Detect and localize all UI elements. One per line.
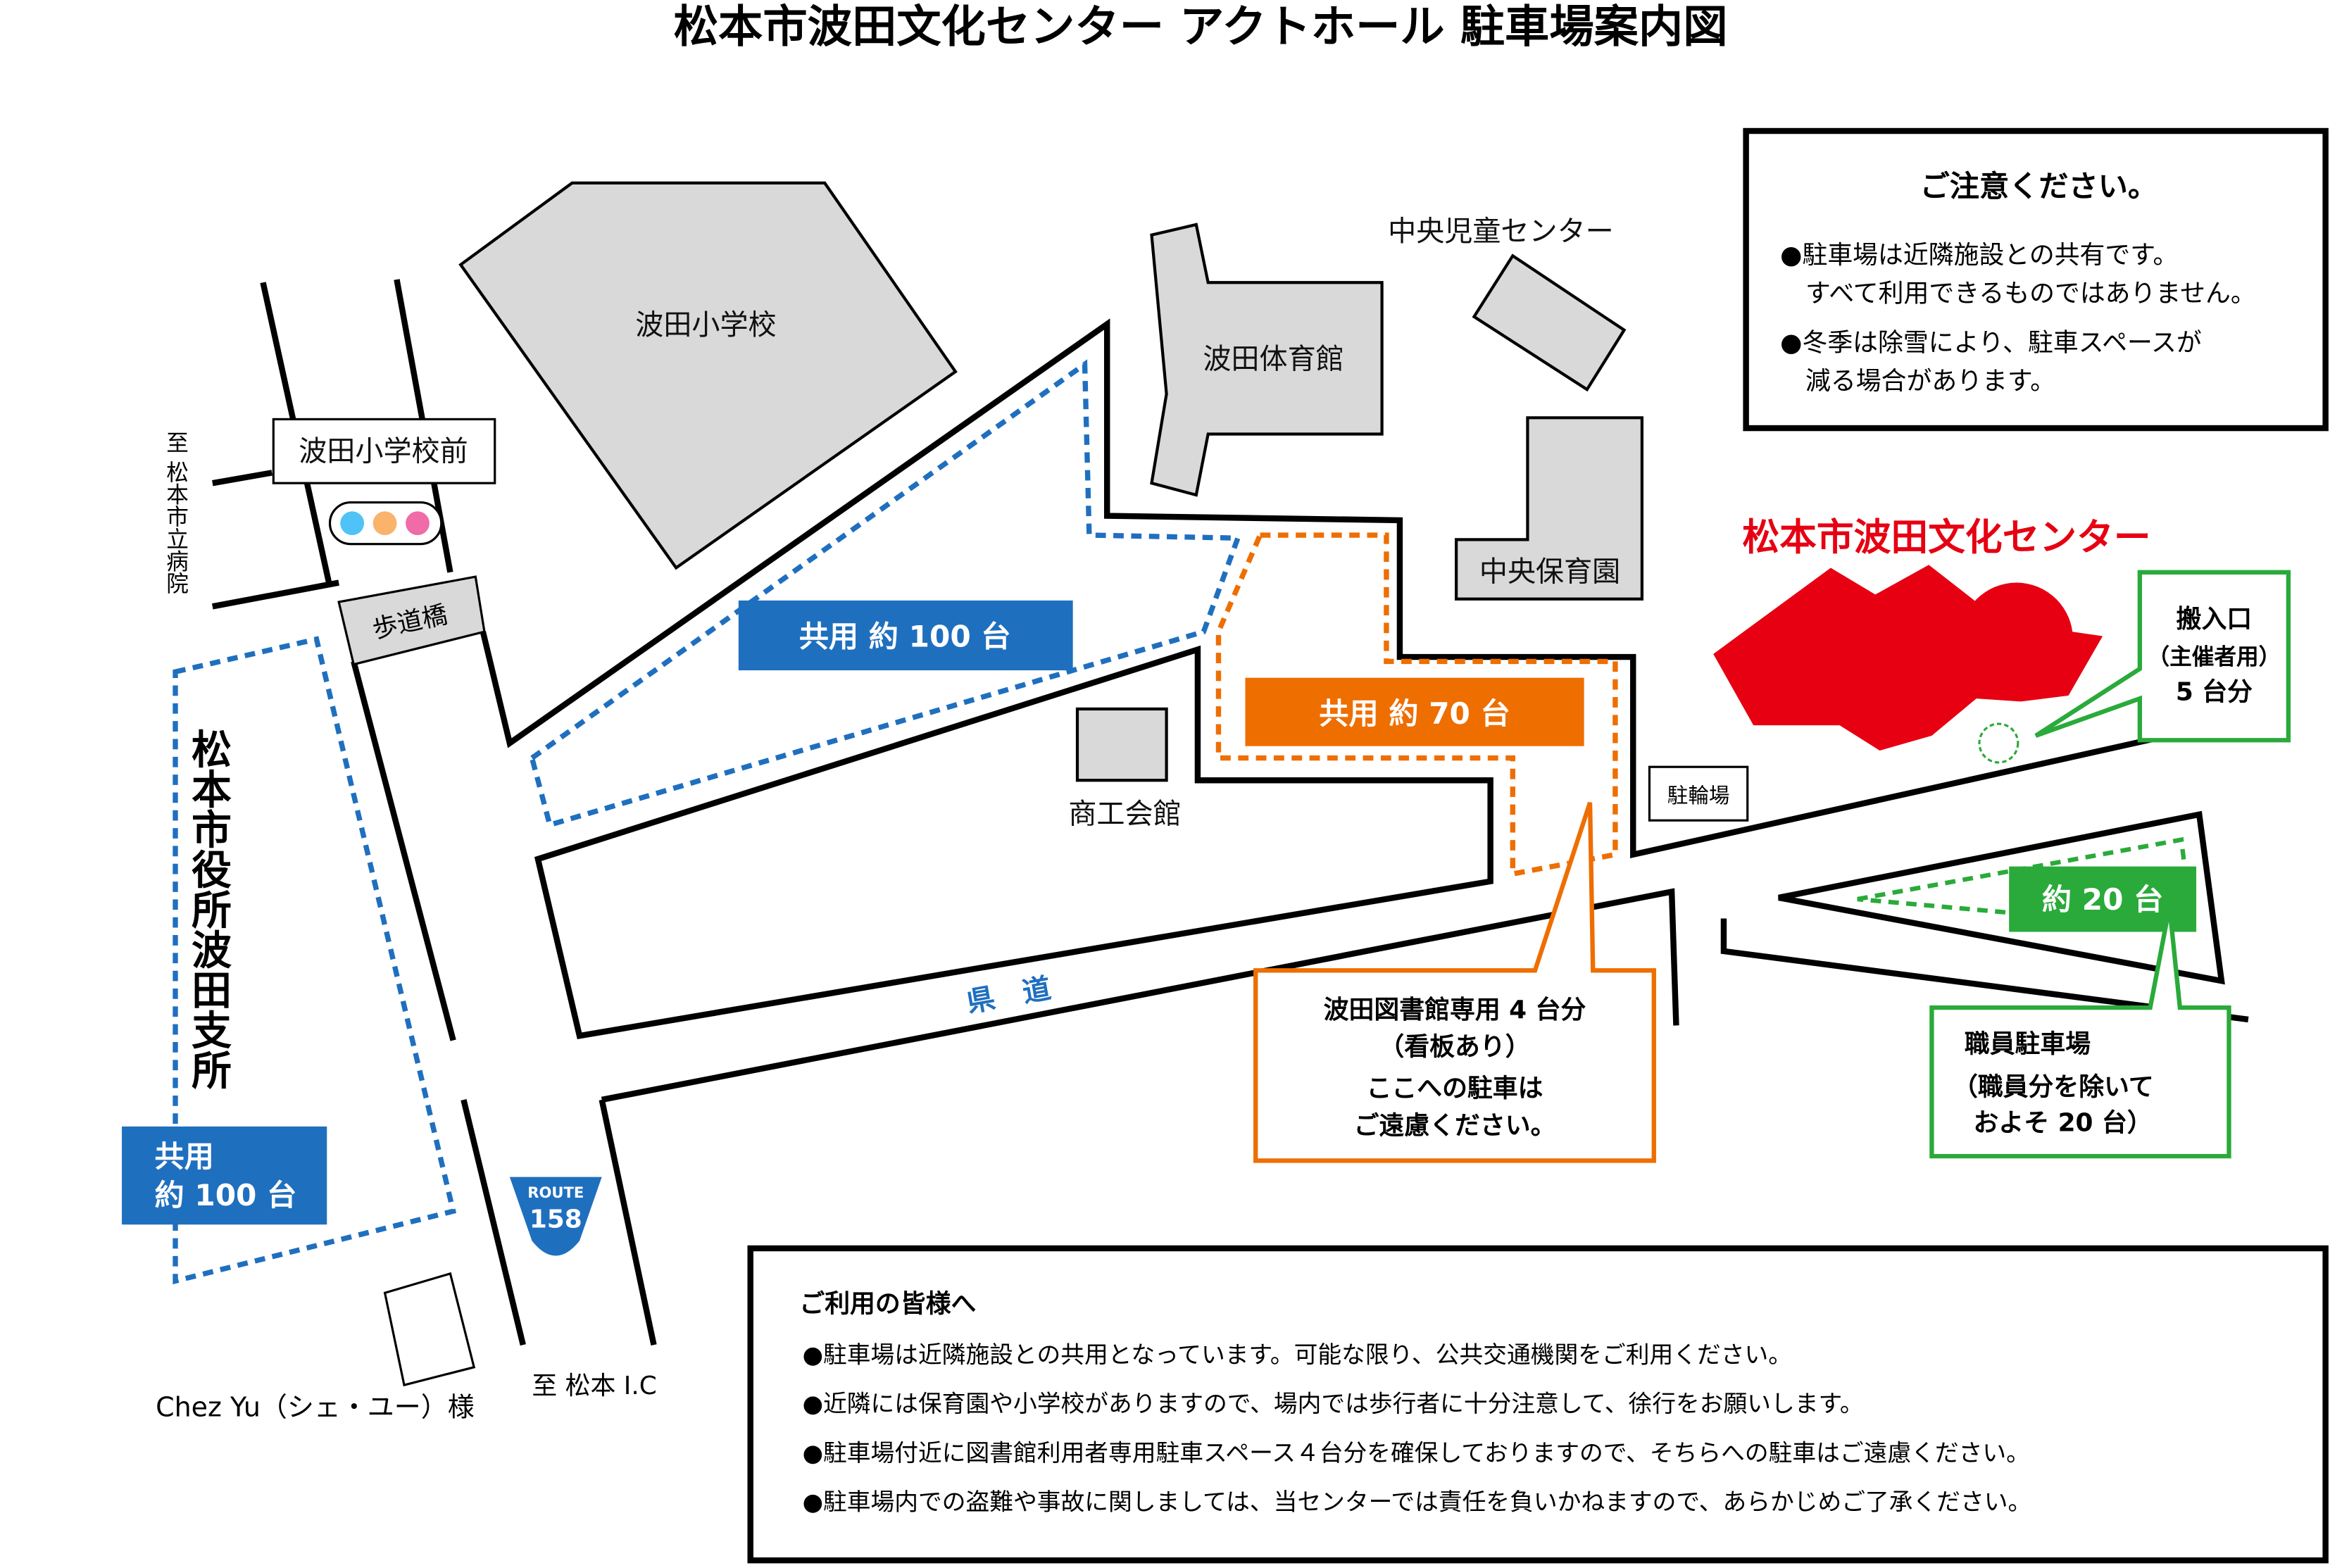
svg-text:●駐車場付近に図書館利用者専用駐車スペース４台分を確保してお: ●駐車場付近に図書館利用者専用駐車スペース４台分を確保しておりますので、そちらへ… xyxy=(803,1439,2030,1467)
svg-text:すべて利用できるものではありません。: すべて利用できるものではありません。 xyxy=(1780,280,2256,308)
svg-text:ROUTE: ROUTE xyxy=(527,1184,584,1201)
users-title: ご利用の皆様へ xyxy=(799,1290,976,1319)
main-center-label: 松本市波田文化センター xyxy=(1742,516,2150,559)
nursery-label: 中央保育園 xyxy=(1479,556,1620,588)
svg-text:およそ 20 台）: およそ 20 台） xyxy=(1974,1108,2153,1137)
svg-text:搬入口: 搬入口 xyxy=(2176,605,2253,634)
parking-area-north xyxy=(529,359,1242,829)
staff-callout: 職員駐車場 （職員分を除いて およそ 20 台） xyxy=(1929,906,2231,1159)
shared-west-label-2: 約 100 台 xyxy=(154,1178,296,1212)
svg-text:●冬季は除雪により、駐車スペースが: ●冬季は除雪により、駐車スペースが xyxy=(1780,328,2202,357)
svg-text:●駐車場内での盗難や事故に関しましては、当センターでは責任を: ●駐車場内での盗難や事故に関しましては、当センターでは責任を負いかねますので、あ… xyxy=(803,1488,2032,1515)
chez-yu-label: Chez Yu（シェ・ユー）様 xyxy=(156,1391,475,1422)
shared-north-badge xyxy=(738,600,1073,671)
bus-stop-label: 波田小学校前 xyxy=(299,436,468,468)
svg-text:ご遠慮ください。: ご遠慮ください。 xyxy=(1354,1111,1556,1140)
city-branch-label: 松本市役所波田支所 xyxy=(184,728,231,1089)
svg-text:（主催者用）: （主催者用） xyxy=(2147,645,2281,670)
bicycle-label: 駐輪場 xyxy=(1667,784,1730,808)
svg-text:（看板あり）: （看板あり） xyxy=(1379,1033,1530,1062)
page-title: 松本市波田文化センター アクトホール 駐車場案内図 xyxy=(674,0,1728,52)
svg-text:158: 158 xyxy=(530,1205,582,1234)
route-158-shield-icon: ROUTE 158 xyxy=(509,1177,602,1256)
chez-yu-building xyxy=(383,1272,476,1387)
school-building xyxy=(458,181,958,570)
svg-text:5 台分: 5 台分 xyxy=(2176,677,2253,706)
shared-70-label: 共用 約 70 台 xyxy=(1319,696,1510,731)
gym-label: 波田体育館 xyxy=(1203,344,1343,376)
svg-text:●駐車場は近隣施設との共用となっています。可能な限り、公共交: ●駐車場は近隣施設との共用となっています。可能な限り、公共交通機関をご利用くださ… xyxy=(803,1341,1792,1368)
loading-spot-marker xyxy=(1978,722,2019,764)
to-ic-label: 至 松本 I.C xyxy=(532,1372,656,1400)
school-label: 波田小学校 xyxy=(635,309,776,341)
staff-20-label: 約 20 台 xyxy=(2042,882,2163,917)
commerce-hall-building xyxy=(1075,707,1168,782)
children-center-label: 中央児童センター xyxy=(1388,215,1614,248)
shared-north-label: 共用 約 100 台 xyxy=(799,619,1011,653)
commerce-hall-label: 商工会館 xyxy=(1068,798,1181,830)
svg-text:減る場合があります。: 減る場合があります。 xyxy=(1780,367,2055,396)
svg-text:職員駐車場: 職員駐車場 xyxy=(1965,1029,2091,1058)
roads xyxy=(211,279,2249,1346)
bicycle-parking xyxy=(1648,765,1749,822)
bus-stop-sign xyxy=(272,418,496,484)
children-center-building xyxy=(1472,253,1627,392)
svg-text:●近隣には保育園や小学校がありますので、場内では歩行者に十分: ●近隣には保育園や小学校がありますので、場内では歩行者に十分注意して、徐行をお願… xyxy=(803,1390,1864,1417)
main-center-building xyxy=(1713,565,2103,751)
notice-title: ご注意ください。 xyxy=(1920,169,2158,203)
loading-callout: 搬入口 （主催者用） 5 台分 xyxy=(2034,570,2291,743)
svg-text:（職員分を除いて: （職員分を除いて xyxy=(1953,1073,2154,1102)
shared-west-badge xyxy=(122,1126,327,1225)
library-callout: 波田図書館専用 4 台分 （看板あり） ここへの駐車は ご遠慮ください。 xyxy=(1253,801,1656,1163)
svg-text:ここへの駐車は: ここへの駐車は xyxy=(1367,1074,1543,1103)
svg-text:●駐車場は近隣施設との共有です。: ●駐車場は近隣施設との共有です。 xyxy=(1780,241,2178,270)
users-notice-box: ご利用の皆様へ ●駐車場は近隣施設との共用となっています。可能な限り、公共交通機… xyxy=(747,1245,2329,1564)
shared-west-label-1: 共用 xyxy=(154,1139,213,1174)
parking-area-west xyxy=(173,636,457,1285)
shared-70-badge xyxy=(1245,677,1584,746)
notice-box: ご注意ください。 ●駐車場は近隣施設との共有です。 すべて利用できるものではあり… xyxy=(1743,127,2329,432)
parking-area-70 xyxy=(1215,532,1618,877)
traffic-light-icon xyxy=(328,501,443,546)
svg-text:波田図書館専用 4 台分: 波田図書館専用 4 台分 xyxy=(1324,995,1586,1024)
to-hospital-label: 至 松本市立病院 xyxy=(163,431,188,594)
nursery-building xyxy=(1455,416,1644,601)
gym-building xyxy=(1150,222,1384,497)
footbridge xyxy=(337,575,486,666)
